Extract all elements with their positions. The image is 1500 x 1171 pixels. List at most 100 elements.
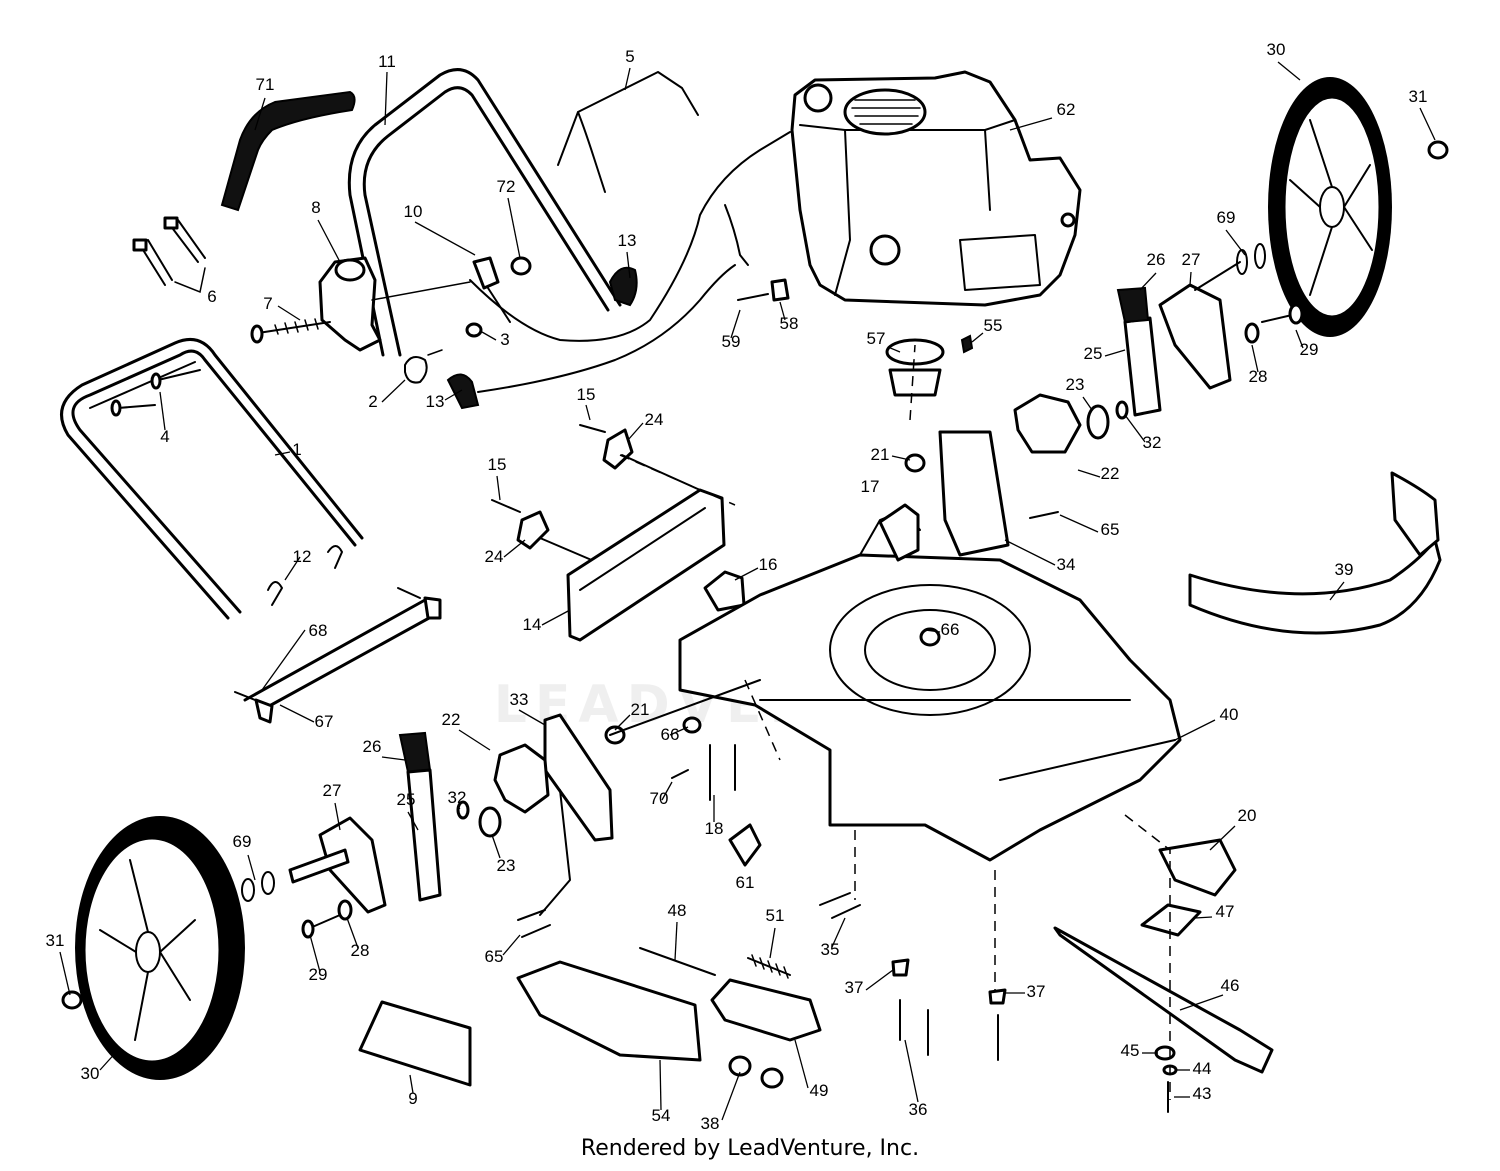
bolts-6 xyxy=(132,216,206,294)
callout-21: 21 xyxy=(871,445,890,464)
engine-62 xyxy=(790,70,1082,307)
hairpin-clips-12 xyxy=(267,545,343,606)
callout-leader-35 xyxy=(831,917,846,948)
callout-55: 55 xyxy=(984,316,1003,335)
callout-leader-27 xyxy=(1189,271,1192,286)
callout-leader-26 xyxy=(381,756,406,761)
callout-30: 30 xyxy=(1267,40,1286,59)
callout-leader-28 xyxy=(1251,344,1259,373)
callout-leader-66 xyxy=(924,629,941,633)
callout-25: 25 xyxy=(1084,344,1103,363)
callout-leader-65 xyxy=(502,934,521,956)
discharge-guard-39 xyxy=(1188,471,1442,635)
callout-14: 14 xyxy=(523,615,542,634)
callout-43: 43 xyxy=(1193,1084,1212,1103)
callout-31: 31 xyxy=(1409,87,1428,106)
handle-bracket-8 xyxy=(318,256,471,352)
bracket-16 xyxy=(703,570,746,612)
callout-leader-66 xyxy=(669,726,689,736)
callout-37: 37 xyxy=(1027,982,1046,1001)
callout-leader-46 xyxy=(1179,994,1224,1011)
callout-48: 48 xyxy=(668,901,687,920)
callout-leader-2 xyxy=(381,379,406,403)
callout-leader-8 xyxy=(317,219,341,263)
callout-26: 26 xyxy=(363,737,382,756)
callout-30: 30 xyxy=(81,1064,100,1083)
callout-8: 8 xyxy=(311,198,320,217)
callout-leader-31 xyxy=(59,951,71,996)
callout-46: 46 xyxy=(1221,976,1240,995)
callout-leader-29 xyxy=(309,934,321,973)
nut-66-left xyxy=(682,716,702,734)
callout-27: 27 xyxy=(1182,250,1201,269)
callout-leader-31 xyxy=(1419,107,1436,141)
callout-leader-25 xyxy=(1104,349,1126,357)
rings-69-right xyxy=(1236,243,1266,275)
callout-leader-4 xyxy=(159,391,166,431)
callout-leader-32 xyxy=(456,807,461,811)
callout-22: 22 xyxy=(1101,464,1120,483)
callout-9: 9 xyxy=(408,1089,417,1108)
hinge-bracket-49 xyxy=(710,978,822,1042)
callout-leader-36 xyxy=(904,1039,919,1103)
callout-13: 13 xyxy=(618,231,637,250)
washer-45 xyxy=(1154,1045,1176,1061)
callout-leader-1 xyxy=(274,451,291,456)
callout-65: 65 xyxy=(1101,520,1120,539)
spacer-23-left xyxy=(478,806,502,838)
callout-leader-30 xyxy=(1277,61,1301,81)
callout-58: 58 xyxy=(780,314,799,333)
cable-clip-2 xyxy=(404,349,443,384)
nuts-38 xyxy=(728,1055,784,1089)
handle-knob-13-upper xyxy=(608,266,638,307)
callout-leader-24 xyxy=(503,539,526,558)
bolts-35 xyxy=(819,892,861,919)
callout-15: 15 xyxy=(488,455,507,474)
bracket-24-upper xyxy=(579,424,701,491)
washer-28-right xyxy=(1244,322,1260,344)
bolt-7 xyxy=(250,318,331,344)
callout-leader-47 xyxy=(1194,916,1213,919)
callout-leader-15 xyxy=(585,404,591,421)
callout-leader-30 xyxy=(99,1049,119,1071)
callout-13: 13 xyxy=(426,392,445,411)
knob-26-left xyxy=(398,731,432,774)
callout-leader-32 xyxy=(1124,414,1146,443)
mower-deck-40 xyxy=(678,509,1182,862)
callout-leader-24 xyxy=(627,422,644,441)
callout-leader-58 xyxy=(779,301,786,321)
callout-leader-39 xyxy=(1329,581,1345,601)
callout-27: 27 xyxy=(323,781,342,800)
callout-leader-65 xyxy=(1059,514,1099,533)
callout-16: 16 xyxy=(759,555,778,574)
callout-leader-14 xyxy=(541,609,571,626)
callout-17: 17 xyxy=(861,477,880,496)
bracket-58 xyxy=(770,278,790,302)
bolts-65-left xyxy=(517,909,551,938)
nut-72 xyxy=(510,256,532,276)
rings-69-left xyxy=(241,871,275,902)
callout-2: 2 xyxy=(368,392,377,411)
callout-51: 51 xyxy=(766,906,785,925)
callout-70: 70 xyxy=(650,789,669,808)
callout-36: 36 xyxy=(909,1100,928,1119)
callout-leader-27 xyxy=(334,802,341,831)
callout-leader-9 xyxy=(409,1074,414,1094)
callout-leader-28 xyxy=(346,917,359,949)
callout-leader-55 xyxy=(971,332,984,343)
nut-21-right xyxy=(904,453,926,473)
handle-knob-13-lower xyxy=(446,373,480,410)
washer-28-left xyxy=(337,899,353,921)
callout-24: 24 xyxy=(645,410,664,429)
callout-leader-20 xyxy=(1209,825,1236,851)
callout-leader-51 xyxy=(769,927,776,959)
blade-adapter-20 xyxy=(1158,838,1237,897)
callout-leader-16 xyxy=(734,567,759,581)
callout-66: 66 xyxy=(941,620,960,639)
callout-6: 6 xyxy=(207,287,216,306)
callout-leader-33 xyxy=(518,709,546,726)
callout-66: 66 xyxy=(661,725,680,744)
callout-leader-29 xyxy=(1295,329,1304,349)
rendered-by-footer: Rendered by LeadVenture, Inc. xyxy=(580,1136,920,1161)
